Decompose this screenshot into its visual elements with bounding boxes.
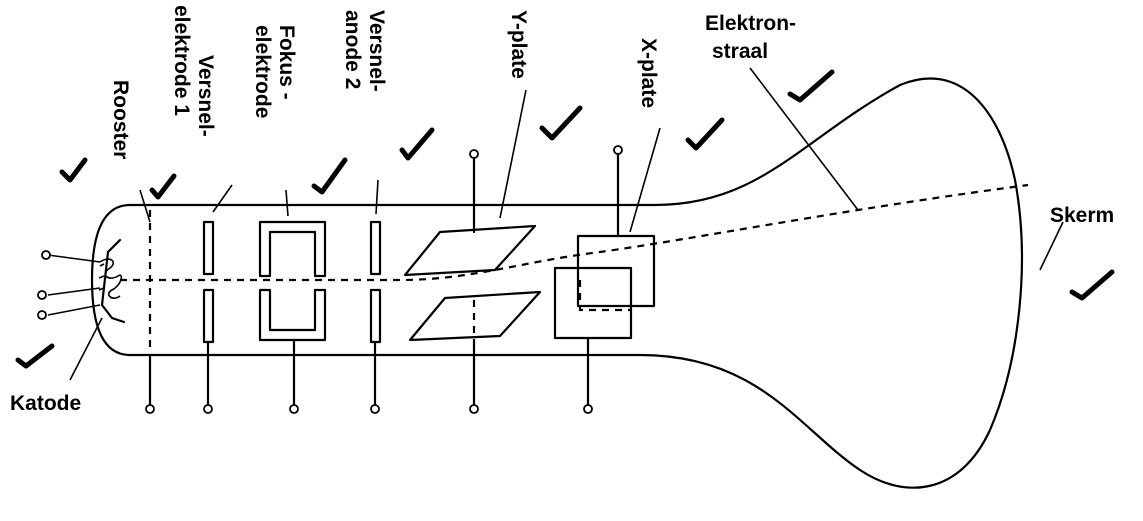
label-elektronstraal-1: Elektron- bbox=[705, 12, 796, 35]
label-versnel-anode-2: Versnel- anode 2 bbox=[341, 10, 388, 92]
checkmark-icon bbox=[149, 173, 177, 200]
checkmark-icon bbox=[539, 105, 583, 141]
checkmark-icon bbox=[59, 157, 88, 183]
label-fokus-elektrode: Fokus - elektrode bbox=[251, 25, 298, 118]
svg-text:elektrode: elektrode bbox=[251, 25, 274, 118]
tube-outline bbox=[90, 77, 1023, 489]
electron-beam bbox=[120, 183, 1029, 282]
svg-text:elektrode 1: elektrode 1 bbox=[170, 5, 193, 116]
grid-rooster bbox=[145, 210, 155, 414]
cathode bbox=[37, 238, 126, 324]
checkmark-icon bbox=[787, 69, 835, 103]
checkmark-icon bbox=[685, 117, 725, 151]
checkmark-icon bbox=[1069, 269, 1115, 301]
label-rooster: Rooster bbox=[109, 80, 132, 159]
label-versnel-elektrode-1: Versnel- elektrode 1 bbox=[170, 5, 217, 137]
label-x-plate: X-plate bbox=[637, 38, 660, 108]
beam-deflection bbox=[578, 280, 630, 312]
checkmark-icon bbox=[311, 157, 348, 195]
checkmark-icons bbox=[15, 69, 1115, 369]
accelerating-electrode-1 bbox=[202, 220, 215, 414]
checkmark-icon bbox=[15, 343, 55, 369]
focus-electrode bbox=[258, 220, 327, 414]
checkmark-icon bbox=[399, 127, 435, 161]
x-plates bbox=[553, 145, 656, 414]
label-katode: Katode bbox=[10, 392, 81, 415]
accelerating-anode-2 bbox=[369, 220, 382, 414]
svg-text:Versnel-: Versnel- bbox=[194, 55, 217, 137]
svg-text:Versnel-: Versnel- bbox=[365, 10, 388, 92]
label-skerm: Skerm bbox=[1050, 204, 1114, 227]
svg-text:anode 2: anode 2 bbox=[341, 10, 364, 89]
svg-text:Fokus -: Fokus - bbox=[275, 25, 298, 100]
label-elektronstraal-2: straal bbox=[712, 40, 768, 63]
y-plates bbox=[403, 149, 542, 414]
leader-lines bbox=[69, 67, 1064, 381]
label-y-plate: Y-plate bbox=[507, 10, 530, 79]
